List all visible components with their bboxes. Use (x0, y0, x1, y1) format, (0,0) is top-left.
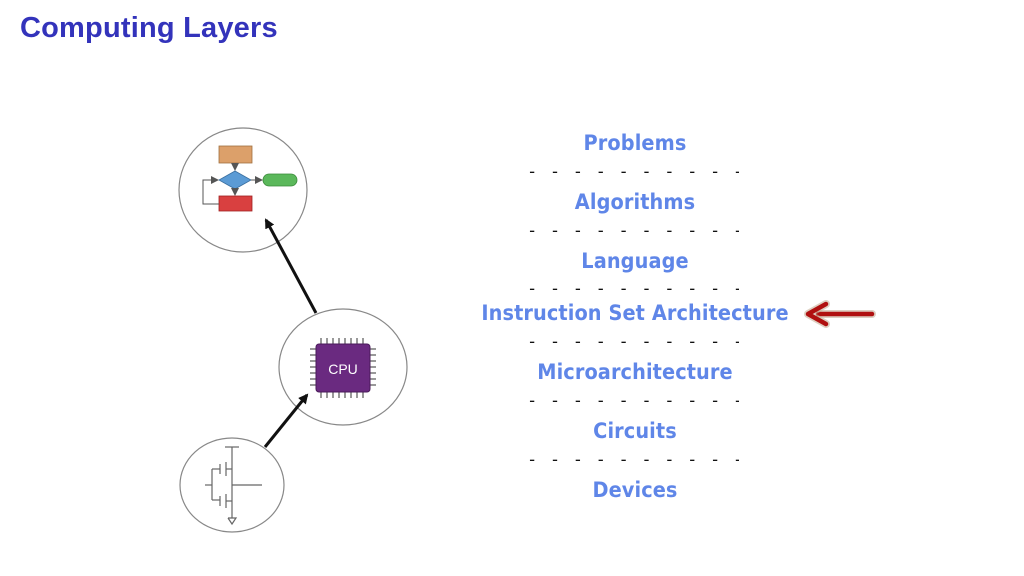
transistor-circuit-icon (179, 437, 285, 533)
pointer-arrow-icon (804, 300, 876, 328)
slide-title: Computing Layers (20, 12, 278, 44)
layer-separator: - - - - - - - - - - - - - - - - - - - (527, 222, 739, 240)
arrow-transistor-to-cpu (263, 393, 309, 448)
layer-circuits: Circuits (593, 419, 677, 443)
cpu-chip-icon: CPU (278, 308, 408, 426)
layer-isa: Instruction Set Architecture (481, 301, 789, 325)
arrow-cpu-to-flowchart (264, 218, 318, 314)
layer-separator: - - - - - - - - - - - - - - - - - - - (527, 333, 739, 351)
layer-devices: Devices (592, 478, 678, 502)
layer-language: Language (581, 249, 689, 273)
layer-algorithms: Algorithms (574, 190, 696, 214)
layer-separator: - - - - - - - - - - - - - - - - - - - (527, 163, 739, 181)
layer-separator: - - - - - - - - - - - - - - - - - - - (527, 451, 739, 469)
layer-separator: - - - - - - - - - - - - - - - - - - - (527, 392, 739, 410)
cpu-chip-label: CPU (328, 361, 358, 377)
layer-problems: Problems (583, 131, 687, 155)
layer-microarchitecture: Microarchitecture (537, 360, 733, 384)
flowchart-icon (178, 127, 308, 253)
layer-separator: - - - - - - - - - - - - - - - - - - - (527, 280, 739, 298)
